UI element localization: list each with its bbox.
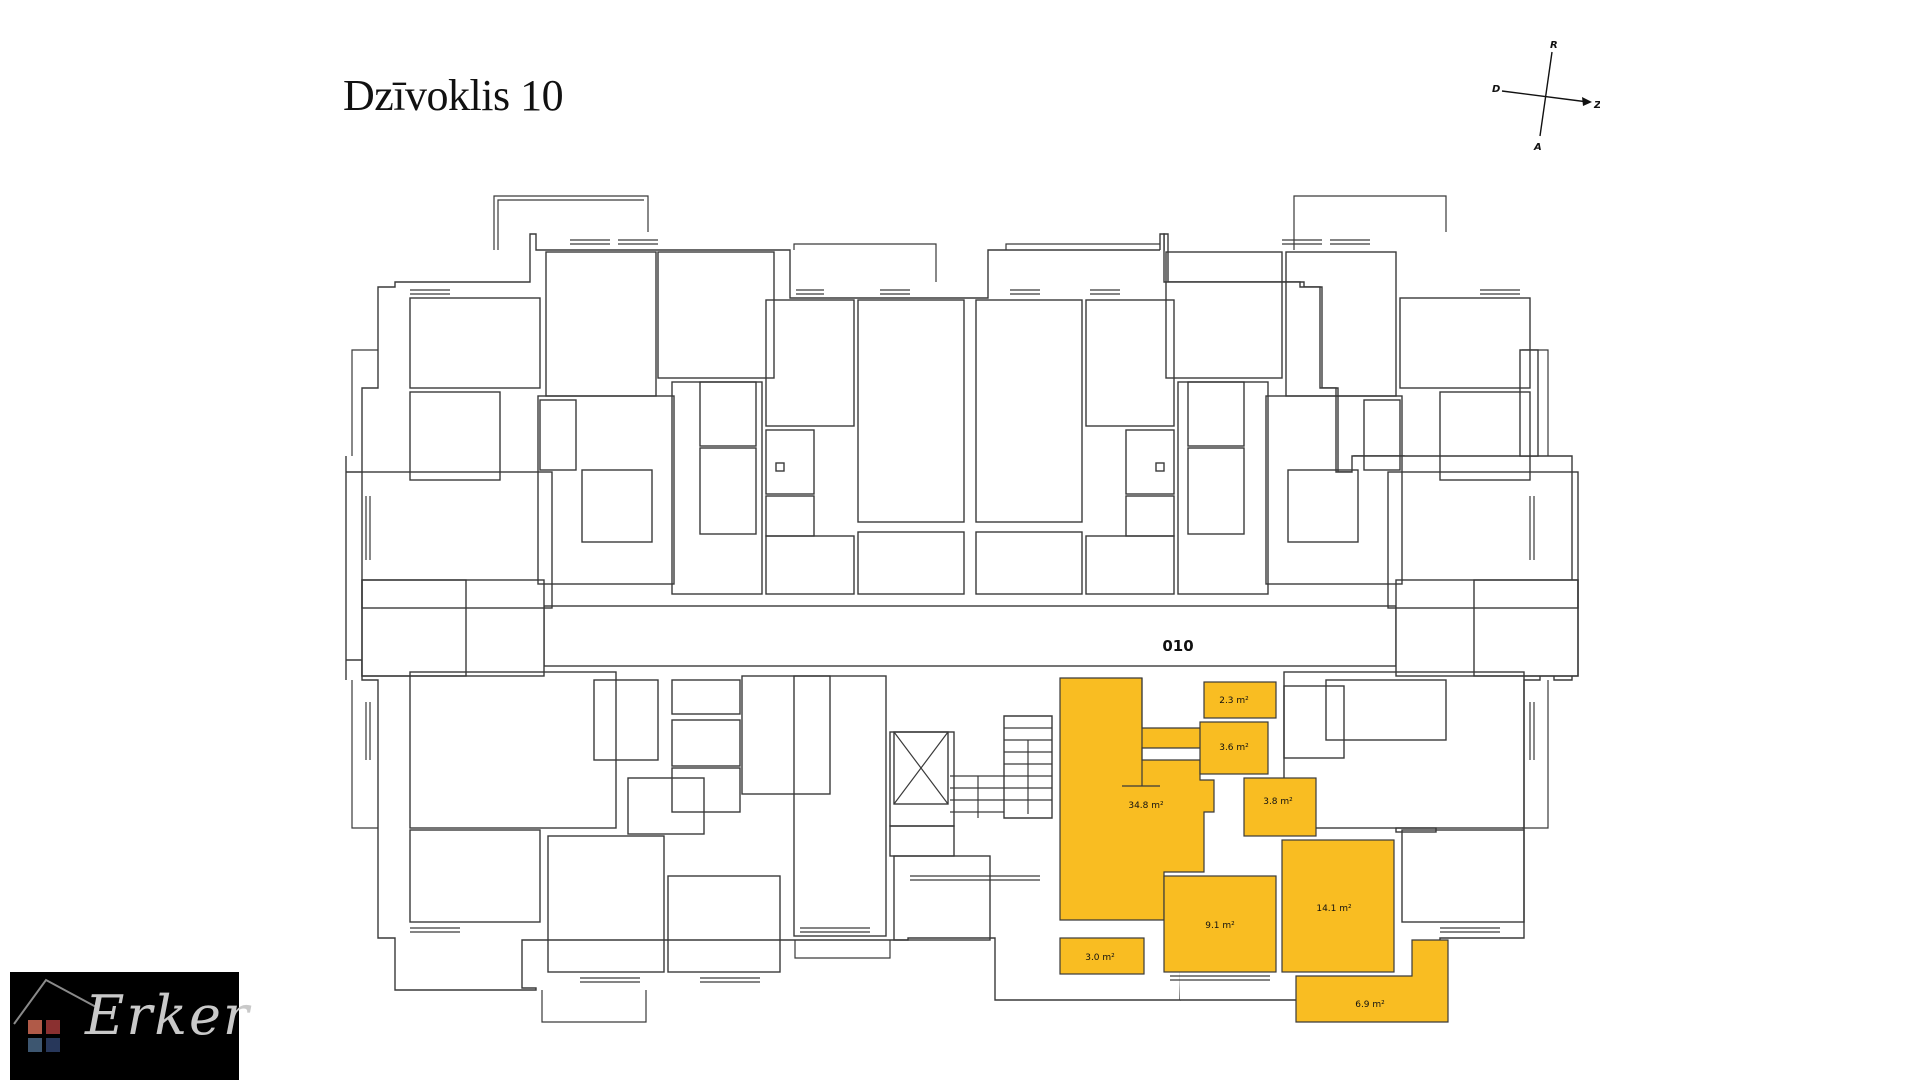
area-bedroom-large: 14.1 m² [1316,904,1352,914]
area-balcony-large: 6.9 m² [1355,1000,1385,1010]
windows [365,239,1535,983]
room-balcony-large [1295,939,1449,1023]
upper-left-rooms [361,251,965,677]
compass-south: A [1533,142,1542,153]
area-living: 34.8 m² [1128,801,1164,811]
compass-west: D [1492,84,1500,95]
unit-label: 010 [1162,637,1193,655]
compass-north: R [1550,40,1558,51]
area-bath: 3.8 m² [1263,797,1293,807]
logo-text: Erker [85,984,251,1047]
lower-left-rooms [409,671,991,973]
area-bedroom-small: 9.1 m² [1205,921,1235,931]
room-bedroom-large [1281,839,1395,973]
compass-east: Z [1593,100,1600,111]
room-balcony-small [1059,937,1145,975]
house-logo-icon [13,978,99,1052]
upper-right-rooms [975,251,1579,677]
room-wc [1199,721,1269,775]
area-balcony-small: 3.0 m² [1085,953,1115,963]
compass-icon: R A D Z [1492,40,1600,153]
area-storage: 2.3 m² [1219,696,1249,706]
area-wc: 3.6 m² [1219,743,1249,753]
apartment-010: 010 34.8 m² 2.3 m² 3.6 m² 3.8 m² 14.1 m²… [1059,637,1449,1023]
stair-core [893,715,1053,819]
room-storage [1203,681,1277,719]
company-logo: Erker [10,972,249,1080]
page-title: Dzīvoklis 10 [343,71,564,120]
room-bath [1243,777,1317,837]
lower-right-rooms [1283,671,1525,923]
room-bedroom-small [1163,875,1277,973]
